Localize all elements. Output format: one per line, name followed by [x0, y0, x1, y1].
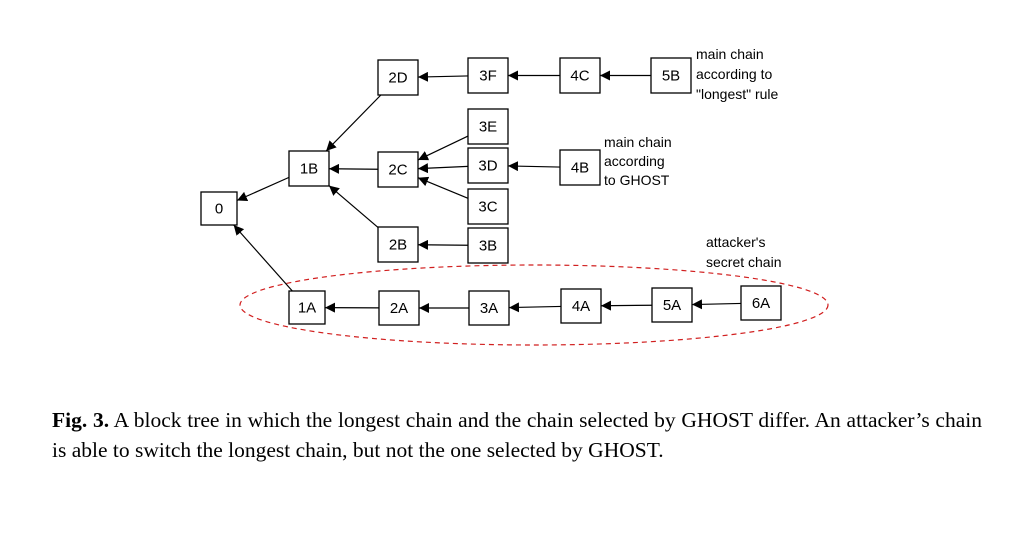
- longest-annotation-line-3: "longest" rule: [696, 86, 779, 102]
- edge-3b-to-2b: [417, 239, 469, 250]
- block-6a: 6A: [740, 285, 782, 321]
- block-box: [467, 147, 509, 184]
- block-box: [378, 290, 420, 326]
- block-label: 3C: [478, 199, 497, 216]
- edge-4b-to-3d: [507, 161, 561, 172]
- attacker-chain-ellipse: [239, 264, 829, 346]
- edge-3e-to-2c: [417, 135, 469, 161]
- block-box: [377, 59, 419, 96]
- edge-5a-to-4a: [600, 300, 653, 311]
- edges: [233, 70, 742, 313]
- block-box: [560, 288, 602, 324]
- block-box: [288, 290, 326, 325]
- block-label: 2B: [389, 237, 407, 254]
- block-2c: 2C: [377, 151, 419, 188]
- block-label: 0: [215, 201, 223, 218]
- ghost-annotation-line-2: according: [604, 153, 665, 169]
- longest-annotation-line-1: main chain: [696, 46, 764, 62]
- longest-annotation-line-2: according to: [696, 66, 772, 82]
- edge-4a-to-3a: [508, 302, 562, 313]
- block-5a: 5A: [651, 287, 693, 323]
- block-4b: 4B: [559, 149, 601, 186]
- edge-2b-to-1b: [328, 185, 379, 228]
- block-box: [467, 57, 509, 94]
- caption-text: A block tree in which the longest chain …: [52, 408, 982, 462]
- block-box: [559, 149, 601, 186]
- block-label: 4C: [570, 68, 589, 85]
- block-box: [467, 188, 509, 225]
- block-label: 2A: [390, 300, 408, 317]
- block-2d: 2D: [377, 59, 419, 96]
- block-label: 2C: [388, 162, 407, 179]
- block-2a: 2A: [378, 290, 420, 326]
- block-3b: 3B: [467, 227, 509, 264]
- edge-2d-to-1b: [325, 94, 382, 152]
- block-label: 1A: [298, 300, 316, 317]
- block-label: 3F: [479, 68, 497, 85]
- edge-1b-to-0: [236, 176, 290, 202]
- edge-6a-to-5a: [691, 299, 742, 310]
- edge-3f-to-2d: [417, 71, 469, 82]
- block-label: 2D: [388, 70, 407, 87]
- block-0: 0: [200, 191, 238, 226]
- block-4a: 4A: [560, 288, 602, 324]
- block-box: [377, 226, 419, 263]
- attacker-annotation: attacker's secret chain: [706, 234, 781, 270]
- caption-label: Fig. 3.: [52, 408, 110, 432]
- block-label: 5A: [663, 297, 681, 314]
- edge-3c-to-2c: [417, 176, 469, 199]
- block-box: [467, 227, 509, 264]
- block-2b: 2B: [377, 226, 419, 263]
- block-3d: 3D: [467, 147, 509, 184]
- block-3c: 3C: [467, 188, 509, 225]
- block-label: 3A: [480, 300, 498, 317]
- ghost-annotation-line-1: main chain: [604, 134, 672, 150]
- block-3f: 3F: [467, 57, 509, 94]
- block-box: [650, 57, 692, 94]
- figure-caption: Fig. 3. A block tree in which the longes…: [52, 405, 982, 465]
- block-box: [467, 108, 509, 145]
- block-label: 3B: [479, 238, 497, 255]
- block-label: 4A: [572, 298, 590, 315]
- block-label: 6A: [752, 295, 770, 312]
- block-5b: 5B: [650, 57, 692, 94]
- block-label: 1B: [300, 161, 318, 178]
- block-box: [559, 57, 601, 94]
- block-label: 4B: [571, 160, 589, 177]
- longest-rule-annotation: main chain according to "longest" rule: [696, 46, 779, 102]
- ghost-annotation: main chain according to GHOST: [604, 134, 672, 188]
- edge-3d-to-2c: [417, 163, 469, 174]
- block-box: [200, 191, 238, 226]
- block-1a: 1A: [288, 290, 326, 325]
- edge-2c-to-1b: [328, 163, 379, 174]
- block-1b: 1B: [288, 150, 330, 187]
- attacker-annotation-line-1: attacker's: [706, 234, 765, 250]
- block-3e: 3E: [467, 108, 509, 145]
- block-label: 3E: [479, 119, 497, 136]
- ghost-annotation-line-3: to GHOST: [604, 172, 670, 188]
- attacker-annotation-line-2: secret chain: [706, 254, 781, 270]
- block-tree-diagram: 0 1B 2D 2C 2B 3F 3E 3D 3C 3B 4C 4B 5B 1A 2A 3A 4A 5A 6A ma…: [200, 46, 829, 346]
- block-label: 3D: [478, 158, 497, 175]
- block-label: 5B: [662, 68, 680, 85]
- block-box: [288, 150, 330, 187]
- block-box: [651, 287, 693, 323]
- block-box: [468, 290, 510, 326]
- block-box: [740, 285, 782, 321]
- blocks: 0 1B 2D 2C 2B 3F 3E 3D 3C 3B 4C 4B 5B 1A 2A 3A 4A 5A 6A: [200, 57, 782, 326]
- block-4c: 4C: [559, 57, 601, 94]
- block-box: [377, 151, 419, 188]
- edge-1a-to-0: [233, 224, 293, 292]
- block-3a: 3A: [468, 290, 510, 326]
